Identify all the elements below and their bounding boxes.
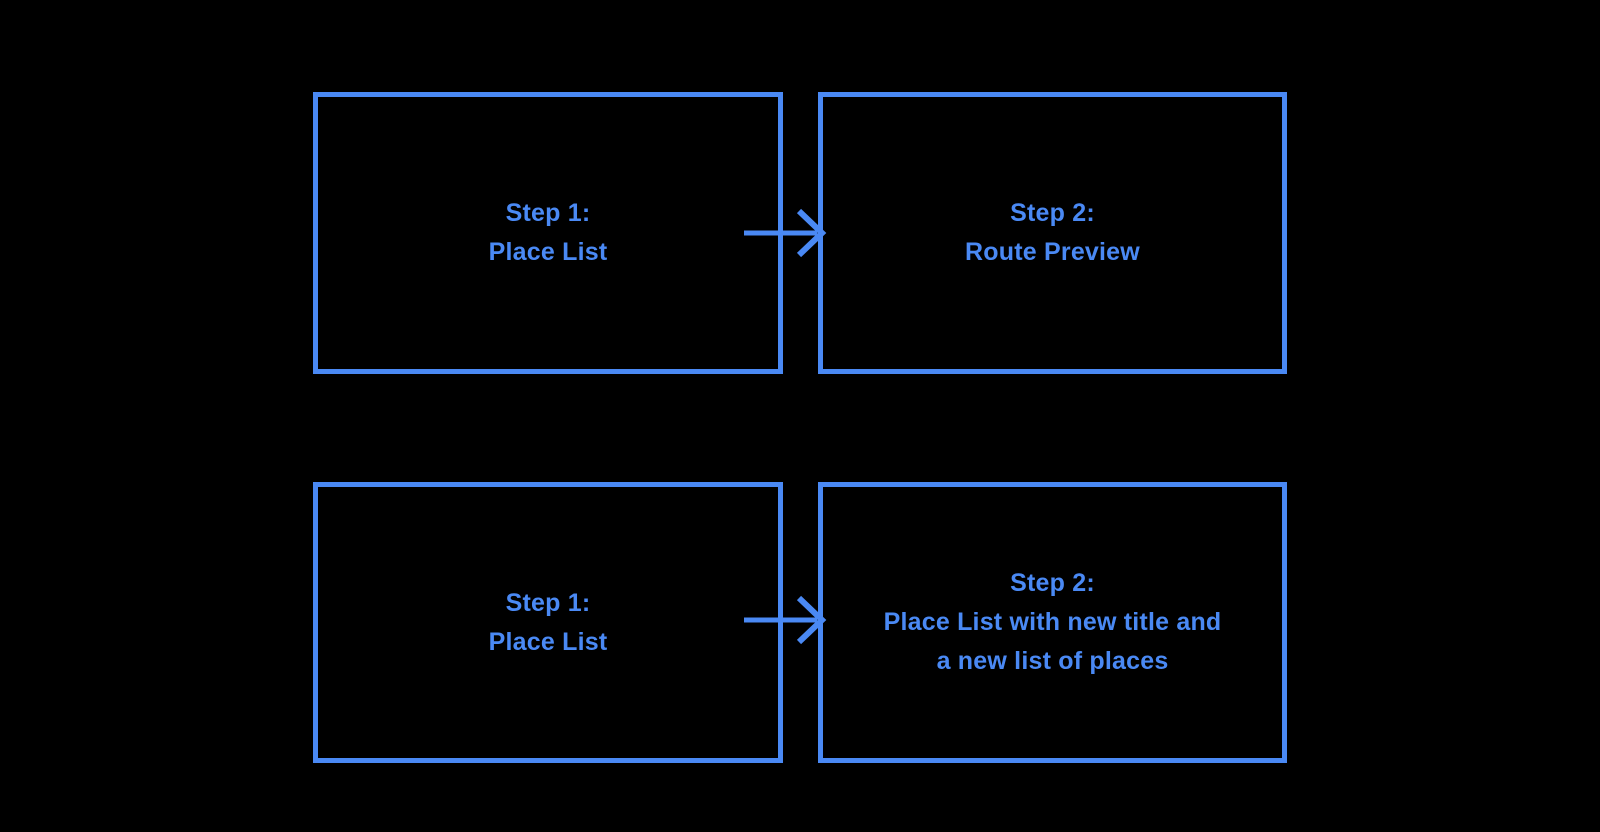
- flow-arrow-top-icon: [740, 202, 830, 264]
- flow-arrow-bottom-icon: [740, 589, 830, 651]
- flow-box-label: Step 1: Place List: [488, 588, 608, 656]
- flow-box-step1-top: Step 1: Place List: [313, 92, 783, 374]
- flow-box-step1-bottom: Step 1: Place List: [313, 482, 783, 763]
- flow-box-step2-top: Step 2: Route Preview: [818, 92, 1287, 374]
- flow-box-step2-bottom: Step 2: Place List with new title and a …: [818, 482, 1287, 763]
- flow-box-label: Step 2: Route Preview: [965, 199, 1140, 266]
- flow-box-label: Step 1: Place List: [488, 199, 608, 266]
- flow-box-label: Step 2: Place List with new title and a …: [883, 569, 1222, 675]
